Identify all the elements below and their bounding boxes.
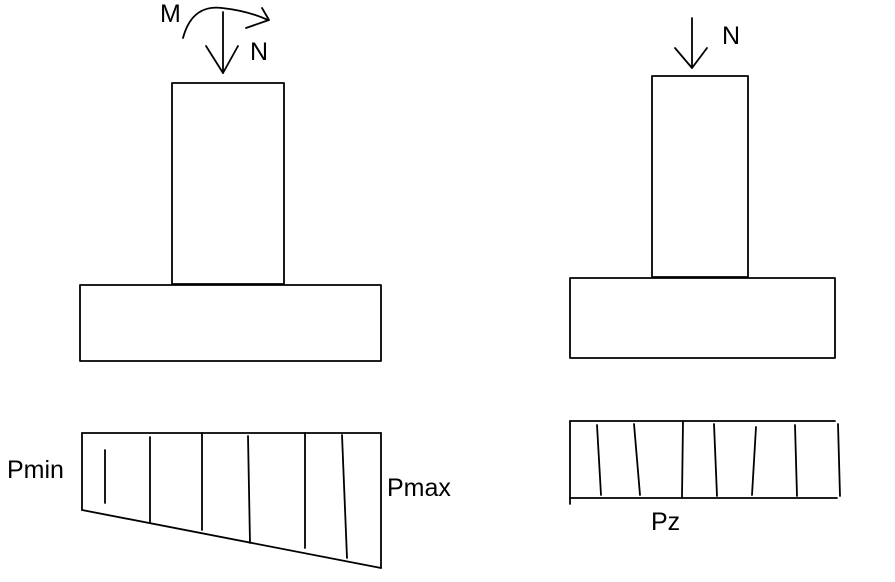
pressure-min-label: Pmin xyxy=(7,456,64,484)
moment-label: M xyxy=(160,0,181,28)
pressure-hatch xyxy=(713,423,718,497)
pressure-edge-right xyxy=(837,423,841,497)
pressure-max-label: Pmax xyxy=(387,474,451,502)
axial-force-arrowhead-icon xyxy=(674,47,708,69)
left-axial-force-label: N xyxy=(250,38,269,66)
axial-force-arrowhead-icon xyxy=(205,45,239,74)
pressure-hatch xyxy=(341,434,348,559)
pressure-hatch xyxy=(247,435,251,544)
moment-arrowhead-icon xyxy=(245,7,270,29)
uniform-pressure-diagram xyxy=(569,420,841,505)
uniform-pressure-label: Pz xyxy=(651,508,681,536)
trapezoid-pressure-diagram xyxy=(81,432,382,569)
left-foundation-group xyxy=(79,6,382,569)
pressure-hatch xyxy=(596,424,602,496)
left-column xyxy=(171,82,285,285)
pressure-hatch xyxy=(633,423,641,496)
moment-arc-icon xyxy=(182,6,269,39)
pressure-hatch xyxy=(681,420,684,498)
right-foundation-group xyxy=(569,17,841,505)
right-axial-force-label: N xyxy=(722,22,741,50)
right-column xyxy=(651,75,749,278)
pressure-hatch xyxy=(751,426,757,496)
pressure-slope-line xyxy=(81,509,382,569)
right-footing xyxy=(569,277,836,359)
pressure-hatch xyxy=(794,424,798,497)
left-footing xyxy=(79,284,382,362)
